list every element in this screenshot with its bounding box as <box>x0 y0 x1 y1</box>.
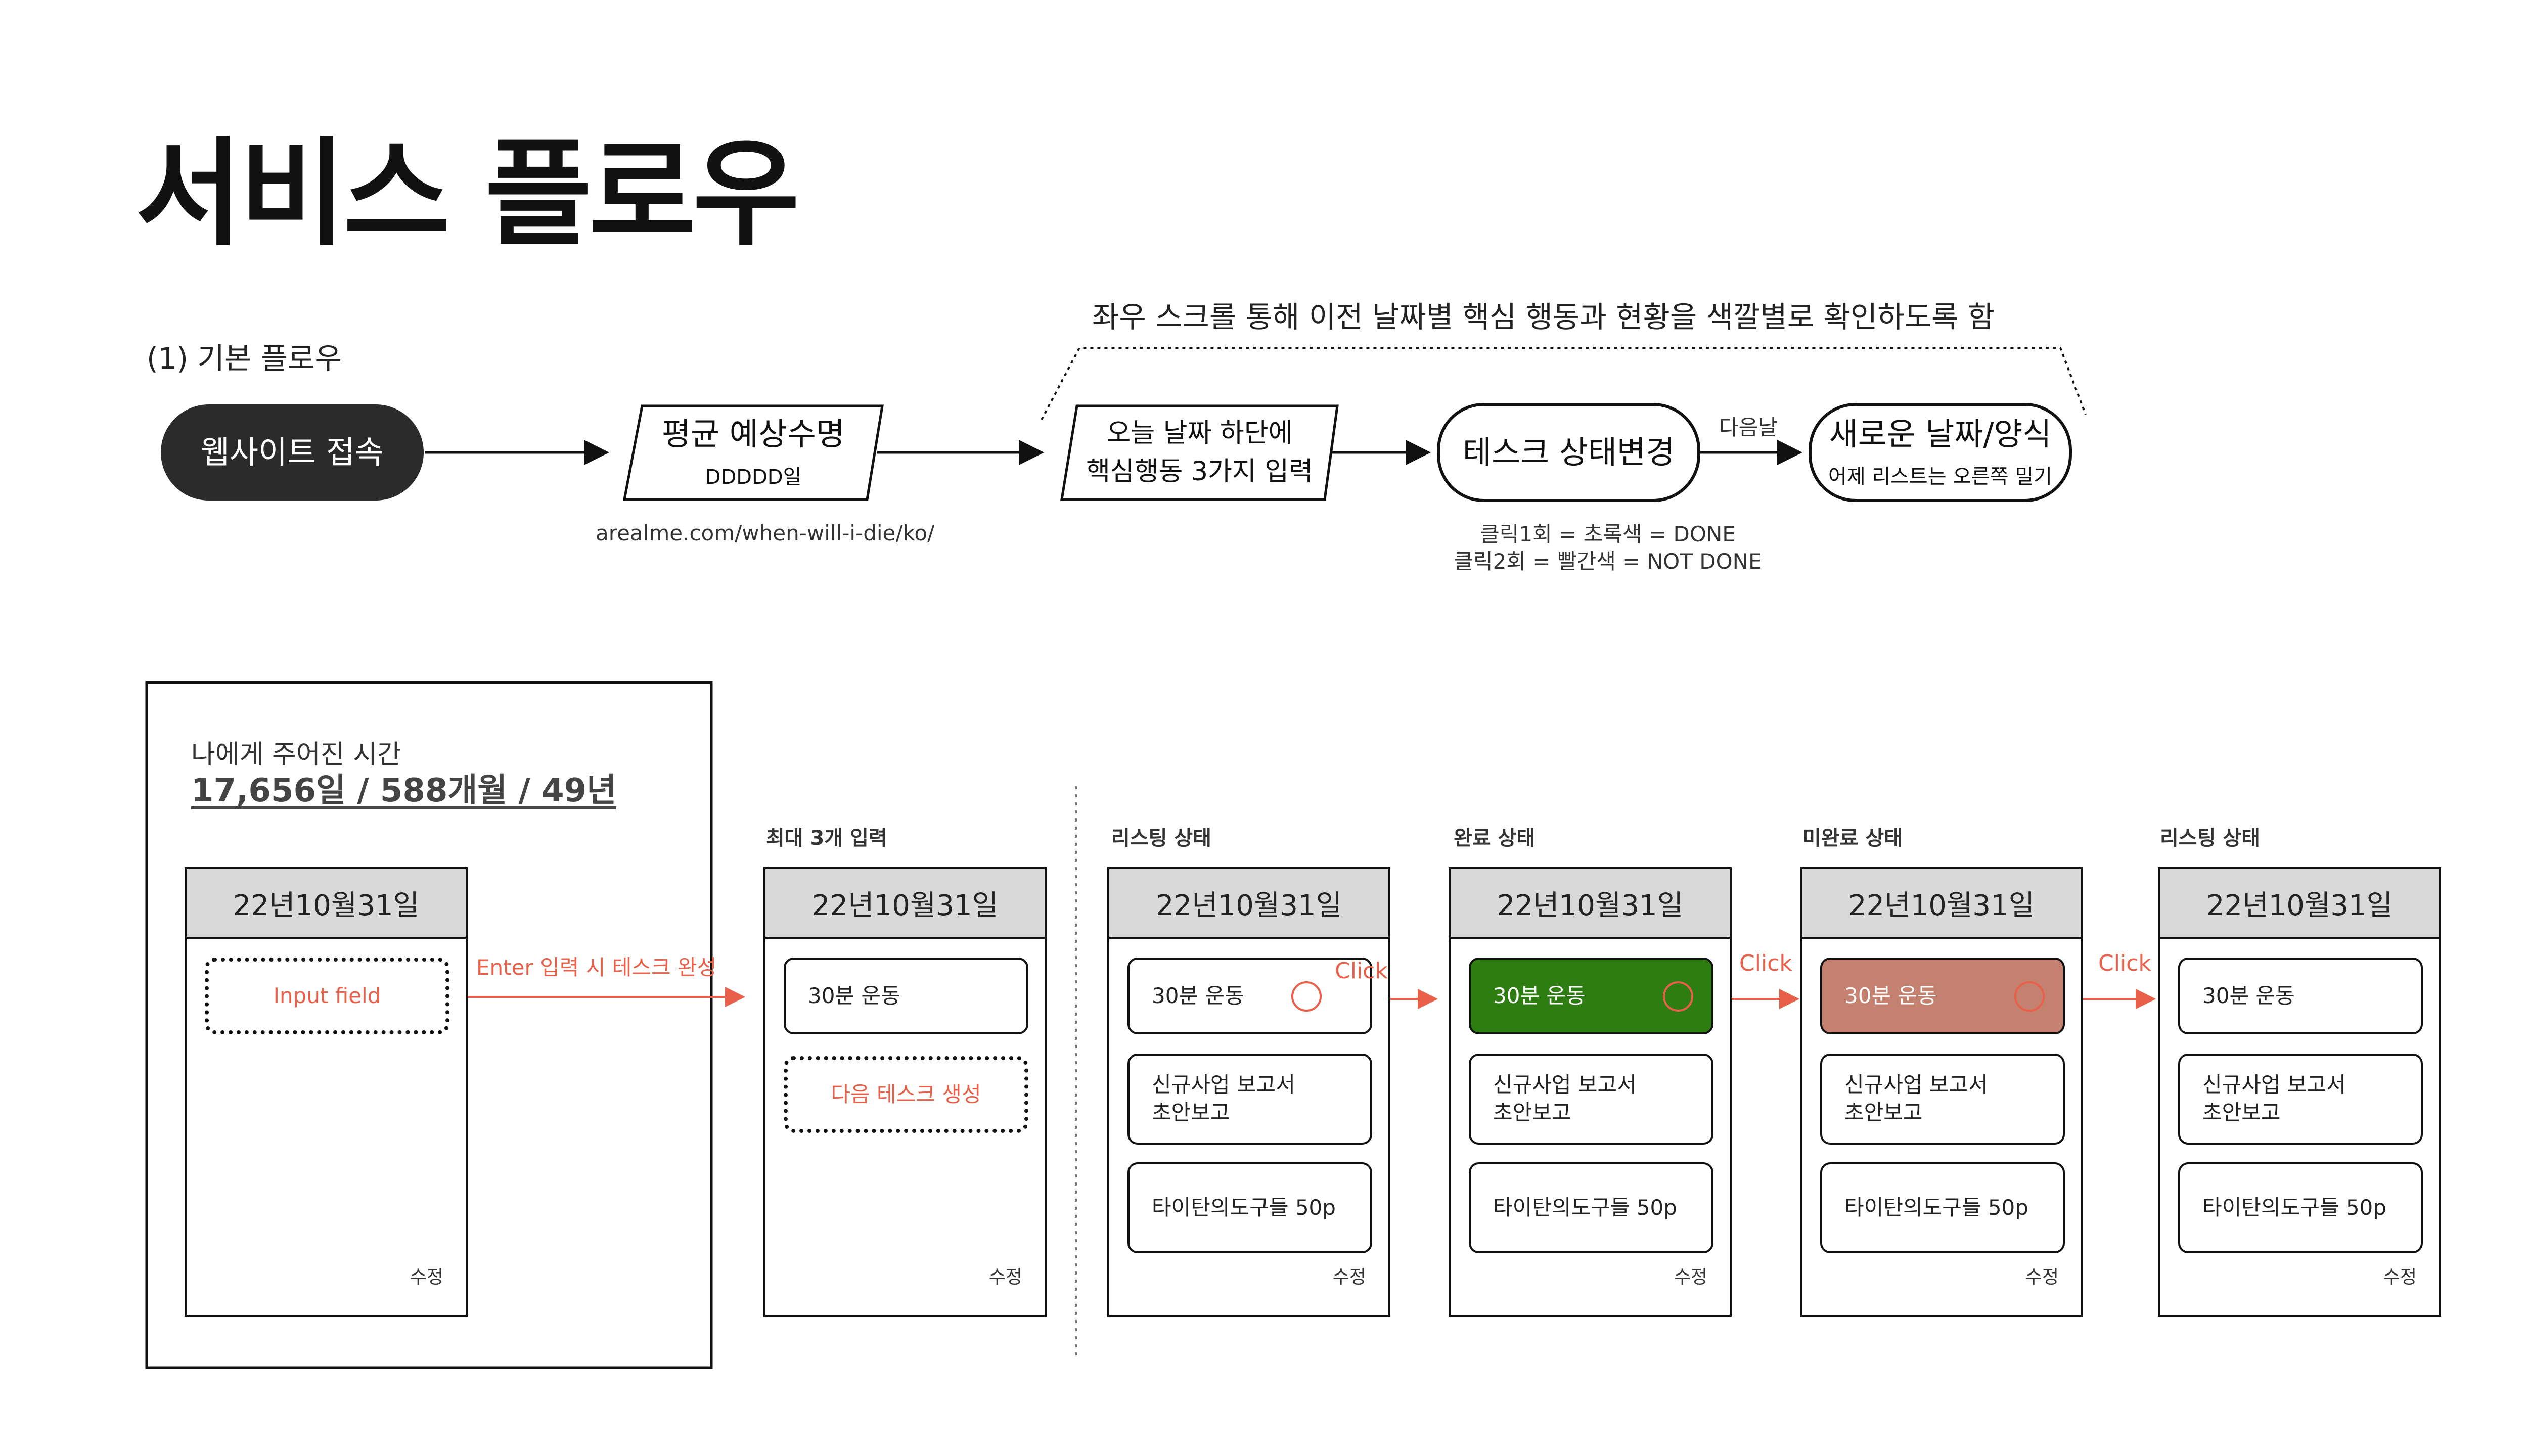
status-rule-notdone: 클릭2회 = 빨간색 = NOT DONE <box>1454 549 1762 574</box>
panel-label-listing-2: 리스팅 상태 <box>2160 827 2260 850</box>
edit-button[interactable]: 수정 <box>988 1267 1022 1288</box>
panel-label-listing: 리스팅 상태 <box>1111 827 1211 850</box>
task-label: 타이탄의도구들 50p <box>1844 1195 2028 1220</box>
task-label: 타이탄의도구들 50p <box>1152 1195 1336 1220</box>
section-subtitle: (1) 기본 플로우 <box>147 341 342 376</box>
step3-line2: 핵심행동 3가지 입력 <box>1086 456 1313 487</box>
task-label-line2: 초안보고 <box>1493 1100 1571 1125</box>
status-rules: 클릭1회 = 초록색 = DONE 클릭2회 = 빨간색 = NOT DONE <box>1406 521 1810 575</box>
next-task-label: 다음 테스크 생성 <box>831 1081 981 1107</box>
task-label-line2: 초안보고 <box>1844 1100 1923 1125</box>
step5-label: 새로운 날짜/양식 <box>1829 415 2052 452</box>
task-label: 타이탄의도구들 50p <box>2202 1195 2386 1220</box>
phone-input: 22년10월31일 Input field 수정 <box>185 867 468 1317</box>
step5-shape <box>1809 403 2072 502</box>
next-task-input[interactable]: 다음 테스크 생성 <box>784 1056 1028 1133</box>
time-left-value: 17,656일 / 588개월 / 49년 <box>191 772 617 809</box>
task-label: 30분 운동 <box>1493 983 1586 1008</box>
task-item[interactable]: 30분 운동 <box>784 958 1028 1034</box>
step-task-status: 테스크 상태변경 <box>1438 404 1699 500</box>
task-item-3[interactable]: 타이탄의도구들 50p <box>2178 1162 2423 1253</box>
step4-label: 테스크 상태변경 <box>1463 433 1675 471</box>
task-item-3[interactable]: 타이탄의도구들 50p <box>1469 1162 1713 1253</box>
step2-sub: DDDDD일 <box>705 465 802 489</box>
step2-shape <box>622 404 884 501</box>
step3-shape <box>1060 404 1339 501</box>
step-new-date: 새로운 날짜/양식 어제 리스트는 오른쪽 밀기 <box>1810 404 2070 500</box>
edit-button[interactable]: 수정 <box>2383 1267 2417 1288</box>
date-header: 22년10월31일 <box>1109 869 1388 939</box>
panel-label-done: 완료 상태 <box>1454 827 1536 850</box>
step-website-access: 웹사이트 접속 <box>161 404 424 500</box>
input-placeholder: Input field <box>273 983 381 1008</box>
task-item-1[interactable]: 30분 운동 <box>2178 958 2423 1034</box>
date-header: 22년10월31일 <box>1802 869 2081 939</box>
time-frame <box>145 681 713 1369</box>
date-header: 22년10월31일 <box>765 869 1045 939</box>
step1-label: 웹사이트 접속 <box>201 433 384 471</box>
task-label: 30분 운동 <box>1844 983 1937 1008</box>
scroll-note: 좌우 스크롤 통해 이전 날짜별 핵심 행동과 현황을 색깔별로 확인하도록 함 <box>1092 300 1995 334</box>
task-label: 30분 운동 <box>1152 983 1244 1008</box>
step1-shape <box>161 404 424 500</box>
page-title: 서비스 플로우 <box>136 127 800 262</box>
date-header: 22년10월31일 <box>2160 869 2439 939</box>
task-label-line1: 신규사업 보고서 <box>1844 1072 1988 1098</box>
phone-max-input: 22년10월31일 30분 운동 다음 테스크 생성 수정 <box>763 867 1047 1317</box>
click-target-icon <box>2014 981 2045 1012</box>
scroll-bracket <box>1041 347 2087 420</box>
panel-label-max-input: 최대 3개 입력 <box>766 827 887 850</box>
edit-button[interactable]: 수정 <box>410 1267 443 1288</box>
click-label-1: Click <box>1335 958 1388 984</box>
time-left-label: 나에게 주어진 시간 <box>191 740 401 770</box>
task-label: 타이탄의도구들 50p <box>1493 1195 1677 1220</box>
panel-label-notdone: 미완료 상태 <box>1802 827 1903 850</box>
edit-button[interactable]: 수정 <box>1332 1267 1366 1288</box>
task-label-line2: 초안보고 <box>1152 1100 1230 1125</box>
step3-line1: 오늘 날짜 하단에 <box>1106 418 1293 449</box>
life-expectancy-url: arealme.com/when-will-i-die/ko/ <box>596 521 935 545</box>
click-target-icon <box>1291 981 1322 1012</box>
enter-note: Enter 입력 시 테스크 완성 <box>476 955 717 980</box>
task-label-line1: 신규사업 보고서 <box>2202 1072 2346 1098</box>
click-label-3: Click <box>2098 950 2151 976</box>
edit-button[interactable]: 수정 <box>1674 1267 1707 1288</box>
click-label-2: Click <box>1739 950 1792 976</box>
status-rule-done: 클릭1회 = 초록색 = DONE <box>1480 522 1736 547</box>
step5-sub: 어제 리스트는 오른쪽 밀기 <box>1828 465 2052 489</box>
task-item-1[interactable]: 30분 운동 <box>1127 958 1372 1034</box>
click-target-icon <box>1663 981 1693 1012</box>
step4-shape <box>1437 403 1700 502</box>
date-header: 22년10월31일 <box>1451 869 1730 939</box>
date-header: 22년10월31일 <box>187 869 466 939</box>
task-label-line2: 초안보고 <box>2202 1100 2281 1125</box>
step-life-expectancy: 평균 예상수명 DDDDD일 <box>624 406 882 499</box>
task-label: 30분 운동 <box>808 983 900 1008</box>
task-item-3[interactable]: 타이탄의도구들 50p <box>1820 1162 2065 1253</box>
task-label-line1: 신규사업 보고서 <box>1152 1072 1295 1098</box>
step-input-actions: 오늘 날짜 하단에 핵심행동 3가지 입력 <box>1062 406 1337 499</box>
task-label: 30분 운동 <box>2202 983 2295 1008</box>
edit-button[interactable]: 수정 <box>2025 1267 2059 1288</box>
next-day-label: 다음날 <box>1719 415 1778 440</box>
step2-label: 평균 예상수명 <box>662 416 845 453</box>
task-item-3[interactable]: 타이탄의도구들 50p <box>1127 1162 1372 1253</box>
input-field[interactable]: Input field <box>205 958 449 1034</box>
task-label-line1: 신규사업 보고서 <box>1493 1072 1637 1098</box>
